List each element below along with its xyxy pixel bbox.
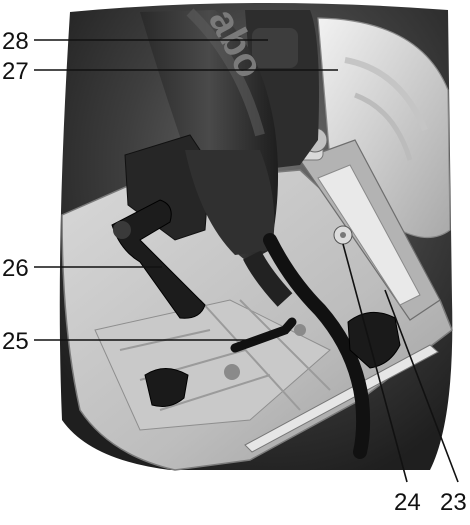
- depth-lock-knob: [347, 311, 401, 369]
- callout-label-24: 24: [394, 489, 421, 516]
- front-bevel-knob: [144, 368, 189, 407]
- callout-28: 28: [2, 28, 268, 55]
- callout-25: 25: [2, 328, 262, 355]
- bevel-lock-lever: [111, 199, 206, 319]
- power-cable: [243, 233, 371, 459]
- callout-label-23: 23: [440, 489, 467, 516]
- blade-guard: [317, 17, 451, 239]
- callout-24: 24: [342, 243, 421, 516]
- set-screw: [333, 225, 353, 245]
- callout-26: 26: [2, 255, 162, 282]
- callout-label-25: 25: [2, 328, 29, 355]
- callout-label-26: 26: [2, 255, 29, 282]
- callout-27: 27: [2, 58, 338, 85]
- callout-23: 23: [384, 289, 467, 516]
- callout-label-27: 27: [2, 58, 29, 85]
- allen-key: [230, 317, 297, 353]
- callout-label-28: 28: [2, 28, 29, 55]
- callouts: 28 27 26 25 24 23: [2, 28, 467, 516]
